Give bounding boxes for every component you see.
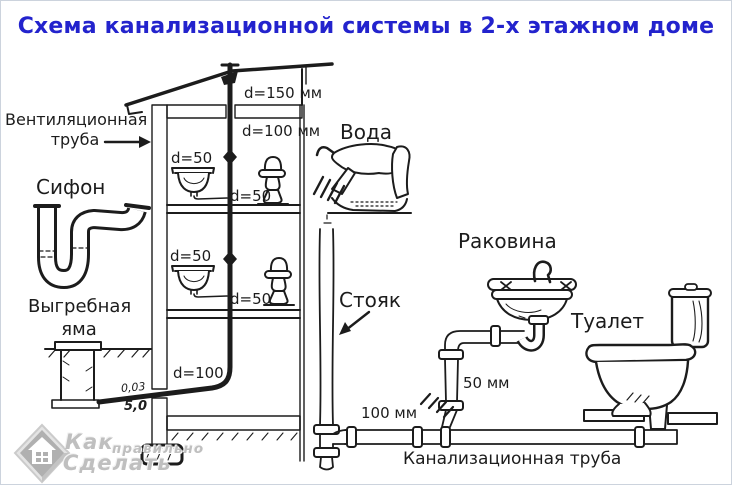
washbasin-drawing [487, 260, 577, 352]
toilet-icon-first-floor [263, 257, 295, 306]
water-tap-drawing [312, 143, 412, 214]
sink-icon-first-floor [171, 265, 228, 298]
cesspool-drawing [44, 341, 152, 409]
page-title: Схема канализационной системы в 2-х этаж… [17, 14, 715, 39]
toilet-drawing [583, 283, 718, 430]
vent-riser-pipe [96, 62, 240, 405]
toilet-icon-second-floor [257, 156, 289, 205]
sink-icon-second-floor [171, 167, 228, 200]
riser-pipe-drawing [313, 214, 348, 471]
sewer-pipe-drawing [344, 426, 678, 448]
watermark-logo-icon [13, 423, 71, 484]
house-cross-section [124, 62, 334, 466]
vent-pipe-arrow-icon [103, 136, 151, 148]
siphon-drawing [33, 203, 151, 289]
riser-arrow-icon [339, 310, 371, 335]
sink-drain-pipe-drawing [419, 325, 525, 428]
